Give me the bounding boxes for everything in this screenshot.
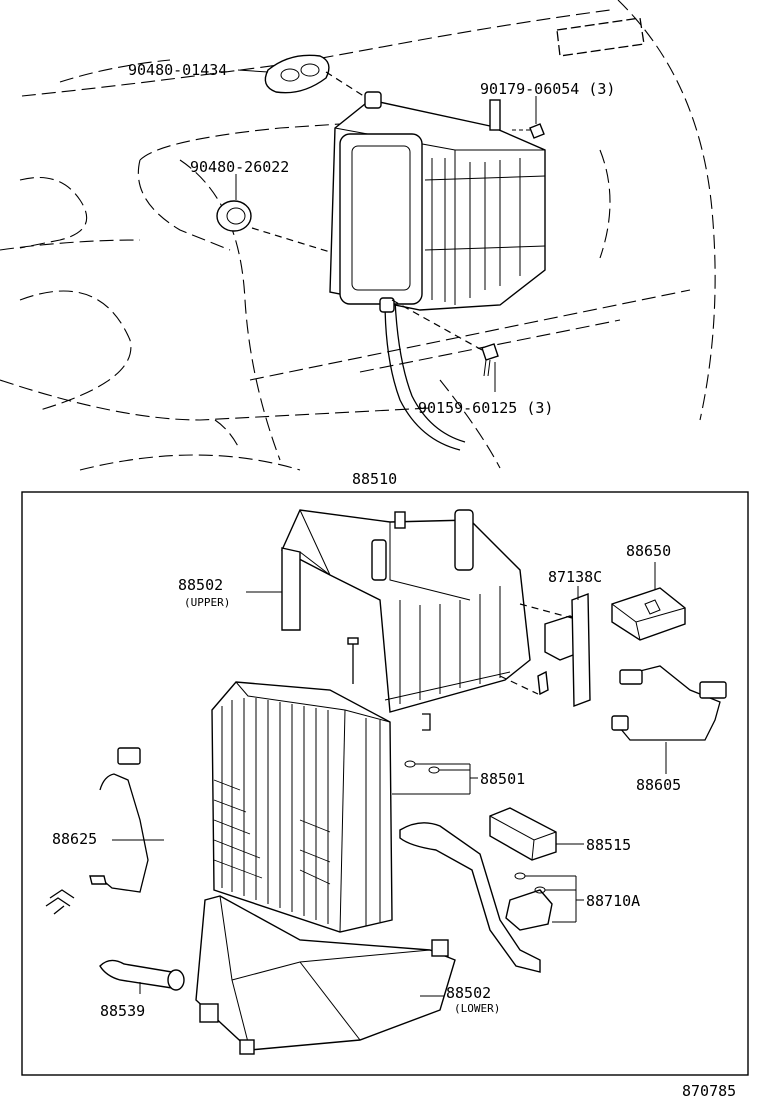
grommet-90480-26022 bbox=[216, 200, 252, 232]
label-90179-06054: 90179-06054 (3) bbox=[480, 80, 615, 98]
label-upper-note: (UPPER) bbox=[184, 596, 230, 609]
evaporator-core bbox=[211, 681, 393, 933]
label-lower-note: (LOWER) bbox=[454, 1002, 500, 1015]
lower-case-88502 bbox=[195, 895, 456, 1055]
label-88501: 88501 bbox=[480, 770, 525, 788]
label-88650: 88650 bbox=[626, 542, 671, 560]
expansion-valve-88710A bbox=[399, 822, 584, 973]
label-88625: 88625 bbox=[52, 830, 97, 848]
clips bbox=[45, 889, 75, 915]
screw-90179-06054 bbox=[512, 123, 545, 139]
thermistor-88625 bbox=[89, 747, 149, 893]
screw-90159-60125 bbox=[391, 299, 499, 377]
label-88515: 88515 bbox=[586, 836, 631, 854]
label-88605: 88605 bbox=[636, 776, 681, 794]
label-88502-upper: 88502 bbox=[178, 576, 223, 594]
label-90159-60125: 90159-60125 (3) bbox=[418, 399, 553, 417]
grommet-90480-01434 bbox=[264, 54, 330, 94]
label-90480-26022: 90480-26022 bbox=[190, 158, 289, 176]
clip bbox=[422, 713, 431, 731]
upper-case-88502 bbox=[281, 509, 531, 713]
label-90480-01434: 90480-01434 bbox=[128, 61, 227, 79]
bolt bbox=[347, 637, 359, 684]
leader-dash-grommet-small bbox=[251, 227, 331, 253]
drain-hose-88539 bbox=[99, 959, 185, 991]
label-87138C: 87138C bbox=[548, 568, 602, 586]
assembly-frame bbox=[21, 491, 749, 1076]
leader-dash-grommet-large bbox=[325, 71, 371, 101]
amplifier-88650 bbox=[611, 562, 686, 641]
label-assembly-88510: 88510 bbox=[352, 470, 397, 488]
leader-grommet-large bbox=[237, 69, 269, 73]
label-88539: 88539 bbox=[100, 1002, 145, 1020]
diagram-code: 870785 bbox=[682, 1082, 736, 1100]
installed-cooler-unit bbox=[329, 91, 546, 313]
bracket-87138C bbox=[499, 586, 591, 708]
o-rings-88501 bbox=[392, 760, 478, 795]
pressure-switch-88515 bbox=[489, 807, 584, 861]
label-88502-lower: 88502 bbox=[446, 984, 491, 1002]
wire-harness-88605 bbox=[611, 665, 727, 774]
label-88710A: 88710A bbox=[586, 892, 640, 910]
